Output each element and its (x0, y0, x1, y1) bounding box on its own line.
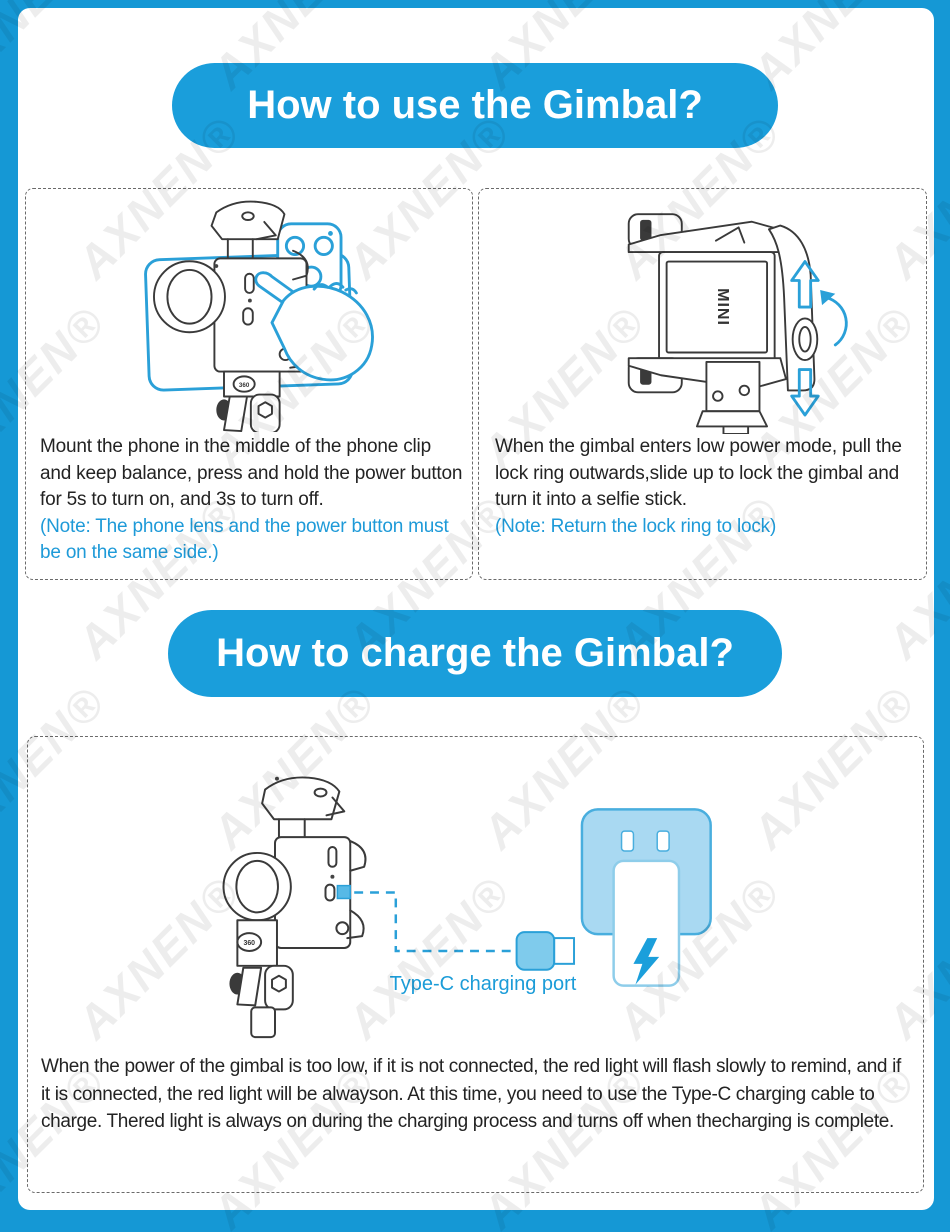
logo-360-text-charge: 360 (243, 940, 255, 947)
power-button (244, 272, 255, 294)
charging-port (242, 307, 254, 326)
section-title-charge: How to charge the Gimbal? (216, 631, 734, 675)
section-title-use: How to use the Gimbal? (247, 83, 703, 127)
card-lock-ring-note: (Note: Return the lock ring to lock) (495, 515, 777, 537)
card-mount-phone-note: (Note: The phone lens and the power butt… (40, 515, 449, 564)
cable-dashed-path (354, 891, 513, 953)
card-mount-phone-text: Mount the phone in the middle of the pho… (40, 434, 464, 567)
card-charging: 360 Ty (27, 736, 924, 1193)
pressing-hand (254, 271, 374, 382)
card-mount-phone-body: Mount the phone in the middle of the pho… (40, 436, 463, 510)
wall-charger-icon (580, 808, 712, 987)
card-mount-phone: 360 Mount the phone in the middle of the… (25, 188, 473, 580)
down-arrow-icon (790, 368, 820, 417)
logo-360-text: 360 (239, 382, 250, 389)
type-c-plug-in-port (336, 884, 351, 900)
mini-label: MINI (714, 288, 732, 326)
hex-nut (257, 401, 273, 419)
section-header-charge: How to charge the Gimbal? (168, 610, 782, 697)
card-lock-ring: MINI When the gimbal enters low power (478, 188, 927, 580)
up-arrow-icon (790, 260, 820, 309)
section-header-use: How to use the Gimbal? (172, 63, 778, 148)
gimbal-motor (153, 260, 226, 334)
type-c-port-label: Type-C charging port (389, 973, 577, 995)
rotate-arrow-icon (824, 296, 848, 347)
page-background (18, 8, 934, 1210)
gimbal-with-phone-illustration: 360 (144, 200, 374, 432)
usb-connector-icon (515, 931, 576, 971)
gimbal-lock-ring-illustration: MINI (627, 213, 848, 434)
logo-360-badge (232, 375, 256, 393)
card-lock-ring-body: When the gimbal enters low power mode, p… (495, 436, 902, 510)
charging-illustration: 360 (222, 776, 712, 1039)
gimbal-side-view: 360 (222, 776, 367, 1039)
lightning-bolt-icon (633, 938, 660, 985)
card-lock-ring-text: When the gimbal enters low power mode, p… (495, 434, 919, 540)
charging-instructions: When the power of the gimbal is too low,… (41, 1056, 901, 1132)
lock-ring (791, 317, 819, 362)
